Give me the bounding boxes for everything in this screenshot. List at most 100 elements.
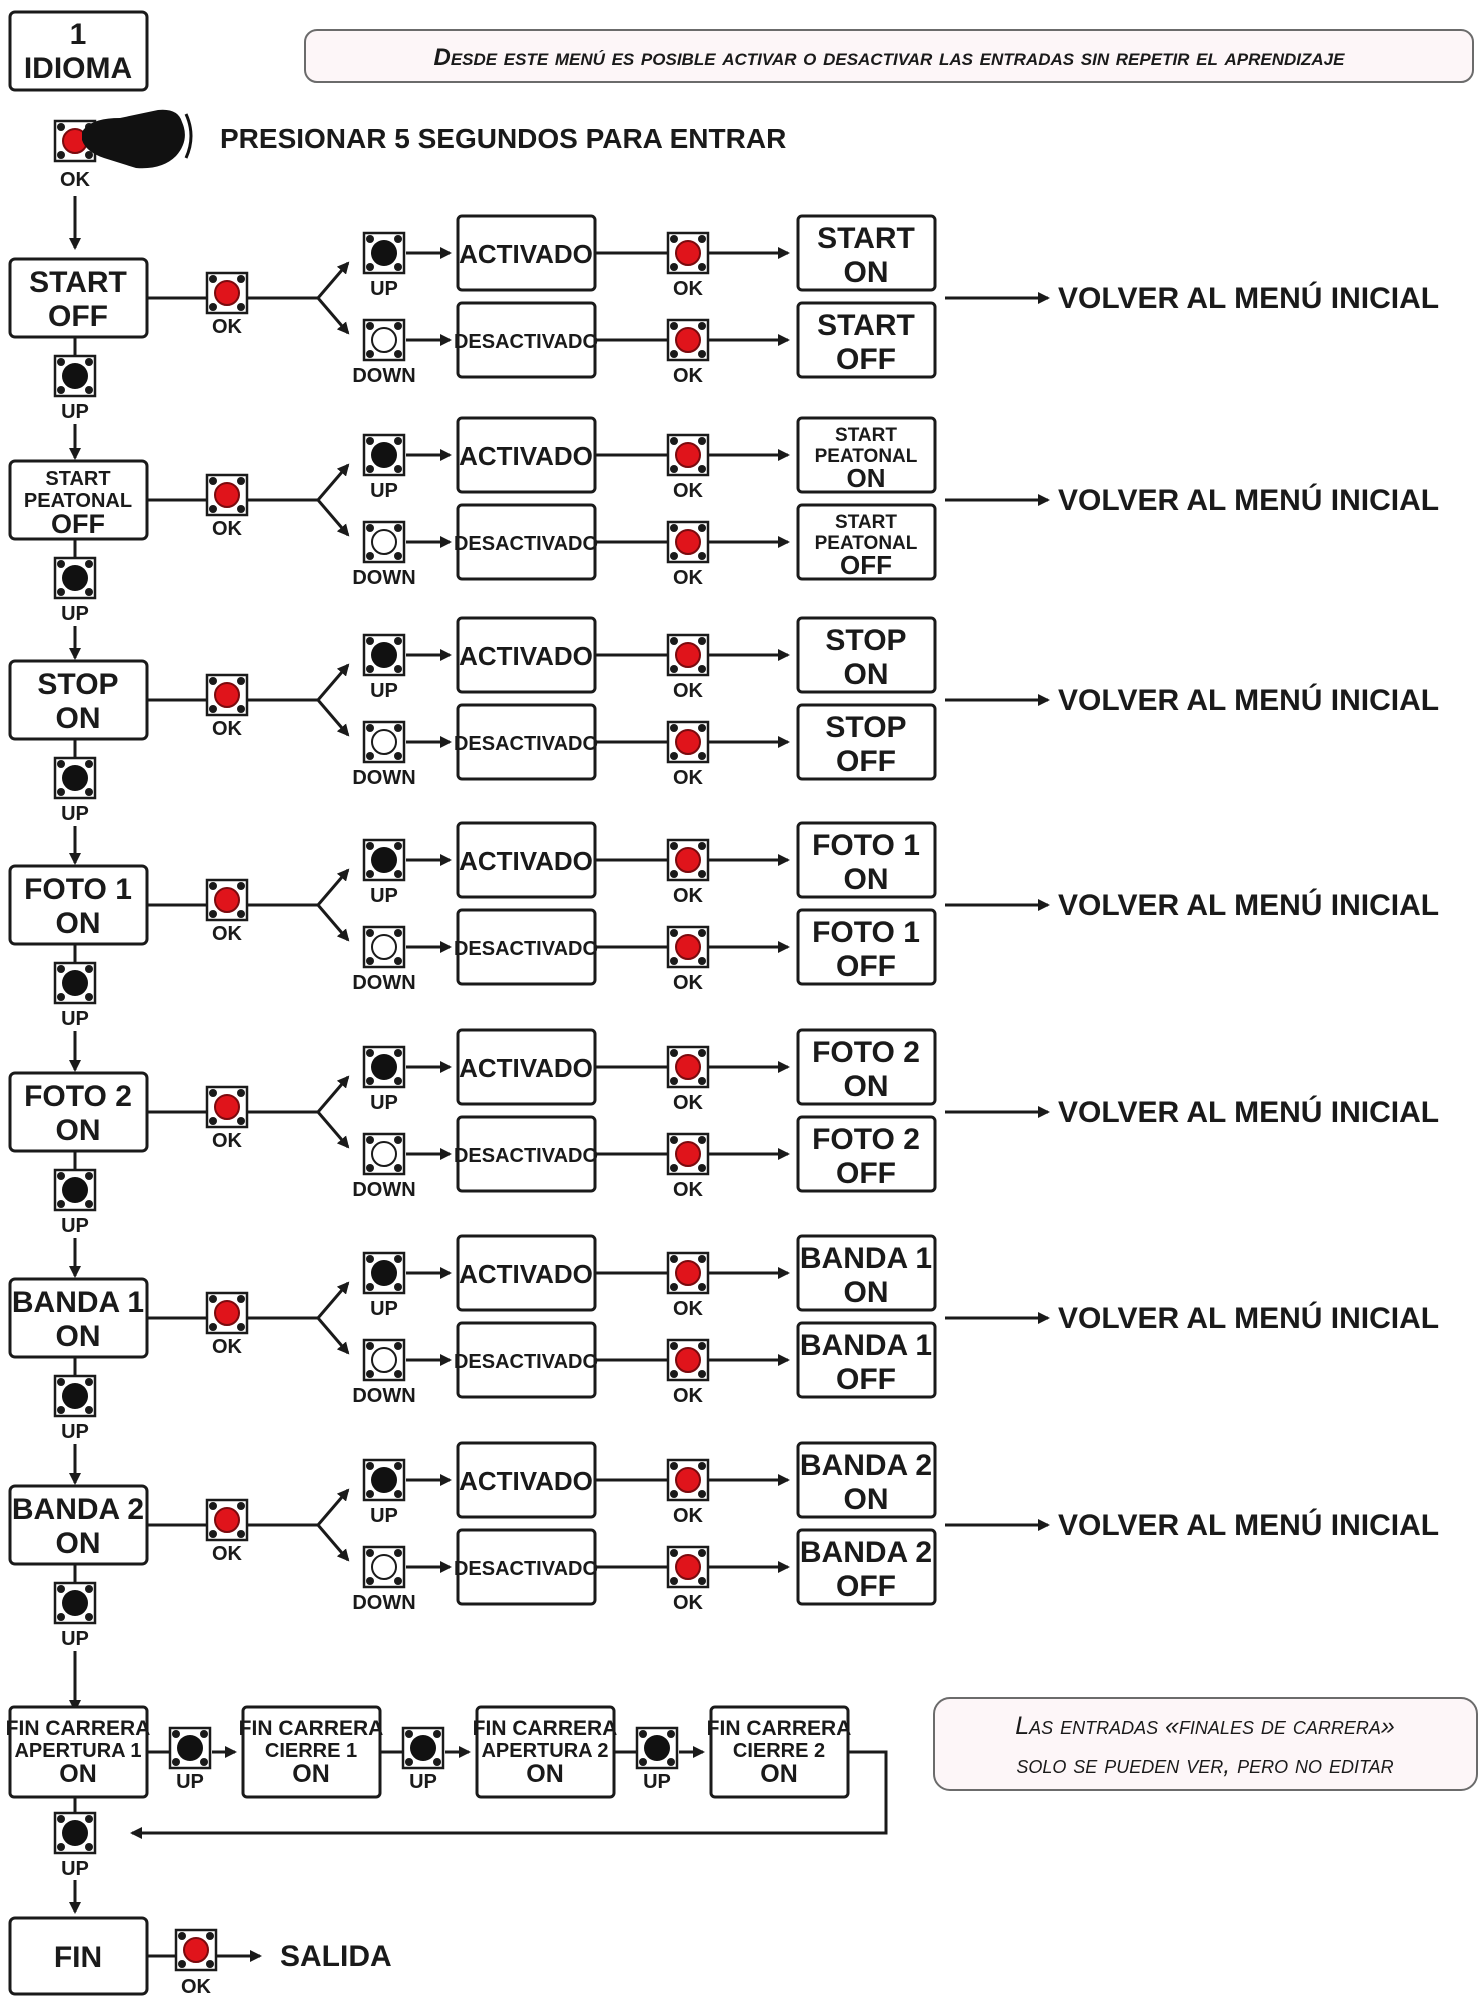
- ok-label: OK: [212, 1543, 243, 1565]
- result-frame: [796, 503, 937, 581]
- button-screw: [366, 842, 374, 850]
- menu-banda2-box: BANDA 2ON: [8, 1484, 149, 1566]
- button-screw: [698, 1077, 706, 1085]
- result-state: OFF: [836, 745, 896, 778]
- button-screw: [670, 1164, 678, 1172]
- up-label: UP: [370, 885, 398, 907]
- button-screw: [698, 724, 706, 732]
- menu-foto1-name: FOTO 1: [24, 873, 132, 906]
- button-screw: [394, 1049, 402, 1057]
- fin-carrera-title: FIN CARRERA: [707, 1717, 852, 1740]
- button-screw: [698, 350, 706, 358]
- ok-label: OK: [673, 1092, 704, 1114]
- activado-label: ACTIVADO: [459, 239, 593, 269]
- button-screw: [85, 993, 93, 1001]
- button-screw: [394, 665, 402, 673]
- button-cap: [214, 887, 240, 913]
- fin-carrera-name: APERTURA 1: [14, 1740, 141, 1762]
- fork-up: [316, 1281, 350, 1319]
- button-cap: [214, 682, 240, 708]
- black-pushbutton-icon: [168, 1726, 212, 1770]
- button-screw: [57, 788, 65, 796]
- activado-label: ACTIVADO: [459, 1053, 593, 1083]
- volver-label: VOLVER AL MENÚ INICIAL: [1058, 1095, 1439, 1129]
- button-cap: [62, 970, 88, 996]
- button-screw: [698, 1462, 706, 1470]
- black-pushbutton-icon: [362, 231, 406, 275]
- black-pushbutton-icon: [362, 633, 406, 677]
- button-screw: [670, 322, 678, 330]
- button-screw: [670, 637, 678, 645]
- button-screw: [209, 1502, 217, 1510]
- button-screw: [85, 788, 93, 796]
- red-pushbutton-icon: [205, 1291, 249, 1335]
- idioma-box-frame: [8, 10, 149, 92]
- fork-down: [316, 499, 350, 537]
- button-screw: [670, 1577, 678, 1585]
- button-screw: [366, 957, 374, 965]
- button-screw: [394, 350, 402, 358]
- button-cap: [675, 240, 701, 266]
- button-screw: [366, 235, 374, 243]
- red-pushbutton-icon: [666, 633, 710, 677]
- button-screw: [366, 1283, 374, 1291]
- button-screw: [57, 760, 65, 768]
- black-pushbutton-icon: [53, 1374, 97, 1418]
- result-name: START: [835, 425, 897, 446]
- button-screw: [670, 1077, 678, 1085]
- result-name: START: [835, 512, 897, 533]
- ok-label: OK: [60, 169, 91, 191]
- button-cap: [675, 729, 701, 755]
- button-screw: [57, 1200, 65, 1208]
- menu-start-desactivado-box: DESACTIVADO: [454, 301, 598, 379]
- result-frame: [796, 1441, 937, 1519]
- button-cap: [214, 1507, 240, 1533]
- button-cap: [177, 1735, 203, 1761]
- black-pushbutton-icon: [401, 1726, 445, 1770]
- button-screw: [366, 322, 374, 330]
- button-cap: [371, 934, 397, 960]
- button-screw: [172, 1758, 180, 1766]
- button-screw: [394, 1490, 402, 1498]
- button-cap: [371, 729, 397, 755]
- button-screw: [394, 929, 402, 937]
- ok-label: OK: [673, 278, 704, 300]
- button-screw: [698, 1577, 706, 1585]
- button-screw: [366, 1077, 374, 1085]
- menu-foto1-state: ON: [56, 907, 101, 940]
- up-label: UP: [176, 1771, 204, 1793]
- red-pushbutton-icon: [205, 271, 249, 315]
- fin-carrera-title: FIN CARRERA: [239, 1717, 384, 1740]
- button-screw: [670, 1342, 678, 1350]
- button-cap: [675, 642, 701, 668]
- button-screw: [366, 1490, 374, 1498]
- button-screw: [85, 1378, 93, 1386]
- menu-banda2-name: BANDA 2: [12, 1493, 144, 1526]
- menu-foto1-activado-box: ACTIVADO: [456, 821, 597, 899]
- desactivado-label: DESACTIVADO: [454, 1351, 598, 1373]
- up-label: UP: [61, 1421, 89, 1443]
- ok-label: OK: [673, 680, 704, 702]
- menu-banda1-desactivado-box: DESACTIVADO: [454, 1321, 598, 1399]
- button-screw: [394, 524, 402, 532]
- button-screw: [670, 957, 678, 965]
- button-cap: [675, 847, 701, 873]
- button-screw: [698, 1549, 706, 1557]
- result-state: OFF: [836, 343, 896, 376]
- button-screw: [366, 1577, 374, 1585]
- button-screw: [209, 275, 217, 283]
- result-name: START: [817, 222, 915, 255]
- button-screw: [639, 1758, 647, 1766]
- button-cap: [62, 765, 88, 791]
- header-note: Desde este menú es posible activar o des…: [304, 29, 1474, 83]
- button-screw: [670, 263, 678, 271]
- menu-foto2-state: ON: [56, 1114, 101, 1147]
- idioma-label: IDIOMA: [24, 52, 132, 85]
- up-label: UP: [370, 1298, 398, 1320]
- button-screw: [698, 235, 706, 243]
- button-screw: [206, 1932, 214, 1940]
- header-note-frame: [304, 29, 1474, 83]
- button-cap: [675, 327, 701, 353]
